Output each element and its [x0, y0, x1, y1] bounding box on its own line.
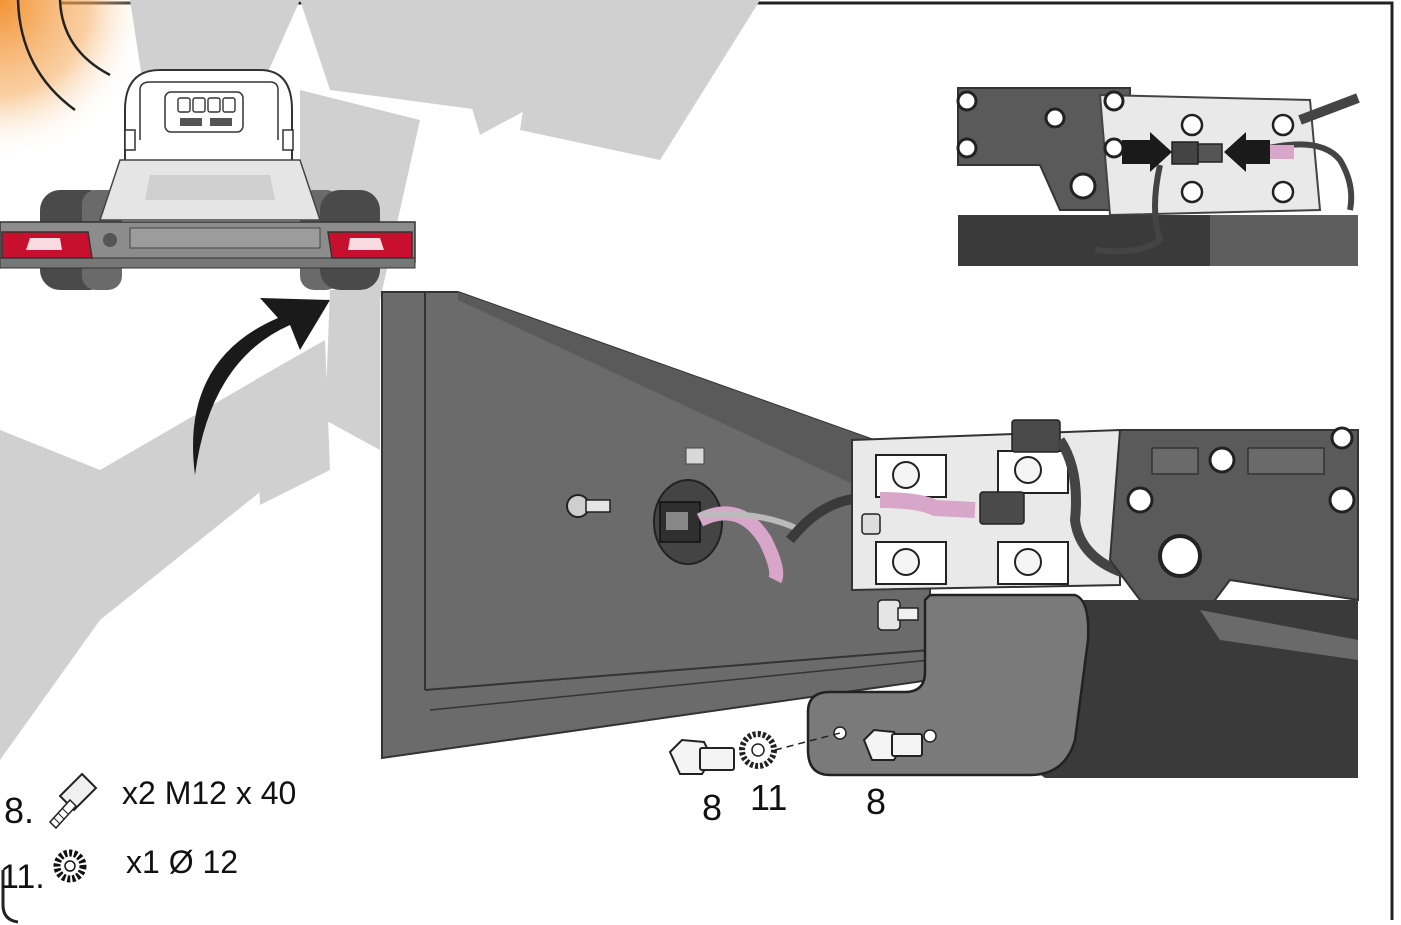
curved-arrow-icon	[193, 298, 330, 475]
socket-connector	[653, 479, 881, 584]
bolt-icon	[48, 772, 98, 830]
callout-washer-11: 11	[750, 777, 788, 818]
part-8-number: 8.	[4, 790, 35, 831]
serrated-washer-icon	[53, 849, 87, 883]
bolt-exploded	[668, 738, 735, 775]
part-11-number: 11.	[0, 858, 45, 896]
nut-stud	[861, 513, 919, 631]
bolt-installed	[862, 728, 923, 761]
corner-decoration	[0, 0, 151, 161]
callout-bolt-8-left: 8	[702, 787, 723, 828]
truck-rear-view	[0, 69, 416, 290]
part-8-quantity: x2 M12 x 40	[122, 775, 297, 811]
connector-detail-inset	[956, 87, 1360, 266]
part-11-quantity: x1 Ø 12	[126, 844, 239, 880]
watermark-front	[255, 0, 760, 505]
stud-bolt	[566, 494, 611, 518]
main-exploded-view	[381, 291, 1359, 778]
serrated-washer-exploded	[739, 731, 777, 769]
callout-bolt-8-right: 8	[866, 781, 887, 822]
